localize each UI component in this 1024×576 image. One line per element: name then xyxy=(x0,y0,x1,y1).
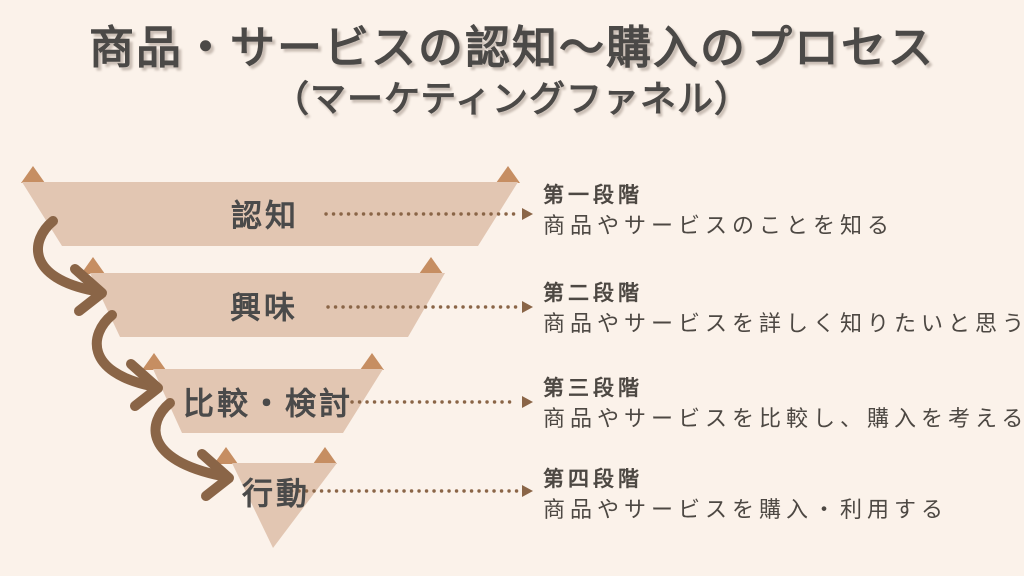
stage-phase-text: 商品やサービスを詳しく知りたいと思う xyxy=(543,311,1024,336)
stage-description-3: 第三段階 商品やサービスを比較し、購入を考える xyxy=(543,376,1024,433)
fold-accent-icon xyxy=(419,257,443,274)
stage-phase-title: 第一段階 xyxy=(543,184,643,207)
page-subtitle: （マーケティングファネル） xyxy=(272,78,752,119)
flow-arrow-2-stem-icon xyxy=(91,310,156,391)
funnel-stage-comparison-shape xyxy=(153,369,383,433)
arrow-right-icon xyxy=(522,396,533,408)
flow-arrow-1-head-icon xyxy=(70,264,107,316)
flow-arrow-2-head-icon xyxy=(126,359,163,411)
funnel-stage-interest-shape xyxy=(90,273,445,337)
stage-phase-text: 商品やサービスのことを知る xyxy=(543,213,895,238)
flow-arrow-1-stem-icon xyxy=(33,216,100,296)
stage-phase-title: 第二段階 xyxy=(543,282,643,305)
dotted-connectors xyxy=(282,212,519,493)
arrow-right-icon xyxy=(522,208,533,220)
flow-arrow-3-head-icon xyxy=(197,449,234,501)
fold-accent-icon xyxy=(81,257,105,274)
fold-accent-icon xyxy=(360,353,384,370)
stage-description-4: 第四段階 商品やサービスを購入・利用する xyxy=(543,467,948,524)
funnel-stage-label-comparison: 比較・検討 xyxy=(183,386,353,422)
funnel-stage-action-shape xyxy=(232,463,337,548)
arrow-right-icon xyxy=(522,301,533,313)
stage-description-1: 第一段階 商品やサービスのことを知る xyxy=(543,183,894,240)
dotted-connector-arrowheads xyxy=(522,208,533,497)
stage-description-2: 第二段階 商品やサービスを詳しく知りたいと思う xyxy=(543,281,1024,338)
fold-accent-icon xyxy=(496,166,520,183)
stage-phase-title: 第四段階 xyxy=(543,468,643,491)
funnel-stage-awareness-shape xyxy=(22,182,518,246)
page-title: 商品・サービスの認知〜購入のプロセス xyxy=(88,22,935,73)
funnel-stage-label-interest: 興味 xyxy=(230,290,298,326)
fold-accent-icon xyxy=(21,166,45,183)
stage-phase-text: 商品やサービスを購入・利用する xyxy=(543,497,949,522)
funnel-stage-label-action: 行動 xyxy=(242,476,310,512)
flow-arrows xyxy=(33,216,234,501)
fold-accent-icon xyxy=(214,447,238,464)
funnel-stage-label-awareness: 認知 xyxy=(231,198,299,234)
stage-phase-text: 商品やサービスを比較し、購入を考える xyxy=(543,406,1024,431)
flow-arrow-3-stem-icon xyxy=(150,398,227,481)
fold-accent-icon xyxy=(313,447,337,464)
fold-accent-icon xyxy=(142,353,166,370)
stage-phase-title: 第三段階 xyxy=(543,377,643,400)
arrow-right-icon xyxy=(522,485,533,497)
fold-accent-triangles xyxy=(21,166,520,464)
header: 商品・サービスの認知〜購入のプロセス （マーケティングファネル） xyxy=(0,20,1024,122)
